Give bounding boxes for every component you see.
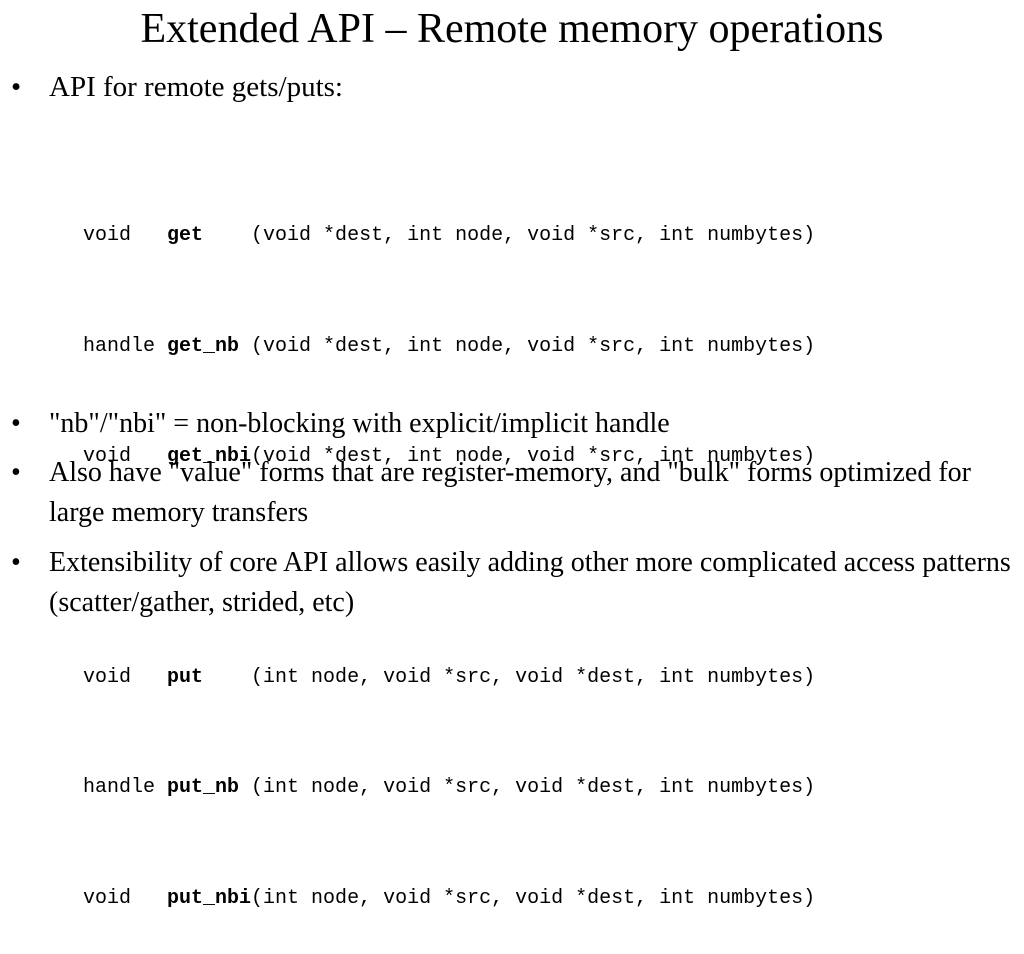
- code-line-get-nbi: void get_nbi(void *dest, int node, void …: [11, 402, 815, 468]
- bullet-dot: •: [11, 71, 22, 103]
- function-name: put: [167, 665, 252, 689]
- function-name: put_nbi: [167, 886, 252, 910]
- bullet-dot: •: [11, 547, 21, 578]
- bullet-text: API for remote gets/puts:: [49, 71, 343, 103]
- code-line-put: void put (int node, void *src, void *des…: [11, 623, 815, 689]
- return-type: void: [83, 665, 168, 689]
- function-args: (int node, void *src, void *dest, int nu…: [251, 886, 816, 910]
- bullet-dot: •: [11, 408, 21, 439]
- bullet-text: "nb"/"nbi" = non-blocking with explicit/…: [49, 408, 670, 439]
- return-type: void: [83, 224, 168, 248]
- bullet-dot: •: [11, 457, 21, 488]
- function-args: (void *dest, int node, void *src, int nu…: [251, 334, 816, 358]
- return-type: handle: [83, 334, 168, 358]
- code-line-put-nb: handle put_nb (int node, void *src, void…: [11, 734, 815, 799]
- function-name: get_nb: [167, 334, 252, 358]
- function-name: get_nbi: [167, 445, 252, 469]
- bullet-text: Also have "value" forms that are registe…: [49, 457, 971, 528]
- code-line-put-nbi: void put_nbi(int node, void *src, void *…: [11, 844, 815, 910]
- bullet-api-intro: • API for remote gets/puts:: [11, 67, 1016, 107]
- function-name: get: [167, 224, 252, 248]
- return-type: void: [83, 445, 168, 469]
- code-line-get-nb: handle get_nb (void *dest, int node, voi…: [11, 292, 815, 358]
- slide: Extended API – Remote memory operations …: [11, 6, 1016, 910]
- bullet-text: Extensibility of core API allows easily …: [49, 547, 1011, 618]
- bullet-nb-nbi: • "nb"/"nbi" = non-blocking with explici…: [11, 404, 1016, 444]
- function-args: (int node, void *src, void *dest, int nu…: [251, 776, 816, 800]
- function-args: (void *dest, int node, void *src, int nu…: [251, 224, 816, 248]
- bullet-extensibility: • Extensibility of core API allows easil…: [11, 543, 1016, 623]
- return-type: void: [83, 886, 168, 910]
- function-name: put_nb: [167, 776, 252, 800]
- function-args: (int node, void *src, void *dest, int nu…: [251, 665, 816, 689]
- return-type: handle: [83, 776, 168, 800]
- function-args: (void *dest, int node, void *src, int nu…: [251, 445, 816, 469]
- slide-title: Extended API – Remote memory operations: [140, 6, 884, 52]
- code-line-get: void get (void *dest, int node, void *sr…: [11, 182, 815, 247]
- bullet-value-forms: • Also have "value" forms that are regis…: [11, 453, 1016, 533]
